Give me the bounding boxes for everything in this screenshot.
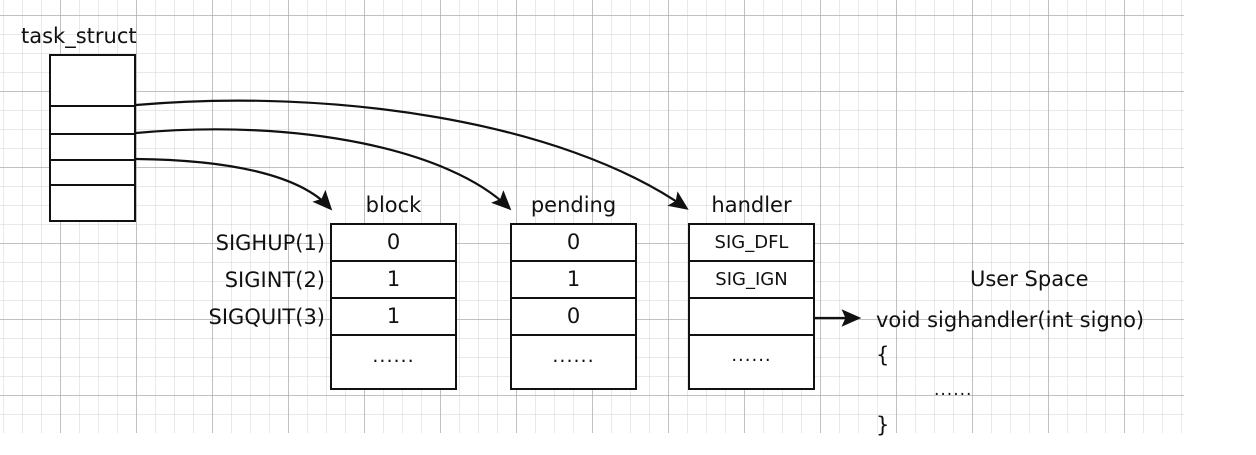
table-cell: 0	[332, 225, 455, 262]
table-cell-ellipsis: ......	[372, 345, 415, 367]
signal-label-sigquit: SIGQUIT(3)	[208, 305, 325, 329]
table-cell-empty	[690, 299, 813, 336]
user-space-code-block: void sighandler(int signo) { ...... }	[876, 303, 1144, 443]
code-line-close-brace: }	[876, 413, 890, 437]
table-cell: 0	[512, 225, 635, 262]
table-pending: 0 1 0 ......	[510, 223, 637, 390]
task-struct-row	[51, 56, 134, 107]
code-line-ellipsis: ......	[934, 380, 973, 400]
signal-label-sigint: SIGINT(2)	[224, 268, 325, 292]
column-header-pending: pending	[530, 193, 617, 217]
task-struct-row	[51, 161, 134, 186]
column-header-block: block	[365, 193, 422, 217]
table-cell: 0	[512, 299, 635, 336]
table-cell: 1	[332, 299, 455, 336]
table-handler: SIG_DFL SIG_IGN ......	[688, 223, 815, 390]
table-block: 0 1 1 ......	[330, 223, 457, 390]
table-cell: 1	[512, 262, 635, 299]
user-space-title: User Space	[970, 267, 1089, 291]
task-struct-row	[51, 135, 134, 161]
task-struct-row	[51, 107, 134, 135]
task-struct-row	[51, 186, 134, 220]
code-line-signature: void sighandler(int signo)	[876, 308, 1145, 332]
signal-label-column: SIGHUP(1) SIGINT(2) SIGQUIT(3)	[140, 225, 325, 336]
column-header-handler: handler	[711, 193, 792, 217]
task-struct-label: task_struct	[21, 24, 137, 48]
table-cell: SIG_IGN	[690, 262, 813, 299]
table-cell: 1	[332, 262, 455, 299]
signal-label-sighup: SIGHUP(1)	[215, 231, 325, 255]
task-struct-box	[49, 54, 136, 222]
table-cell-ellipsis: ......	[552, 345, 595, 367]
arrow-to-handler	[135, 99, 689, 210]
table-cell-ellipsis: ......	[731, 345, 772, 366]
arrow-to-block	[135, 157, 333, 211]
table-cell: SIG_DFL	[690, 225, 813, 262]
code-line-open-brace: {	[876, 343, 890, 367]
